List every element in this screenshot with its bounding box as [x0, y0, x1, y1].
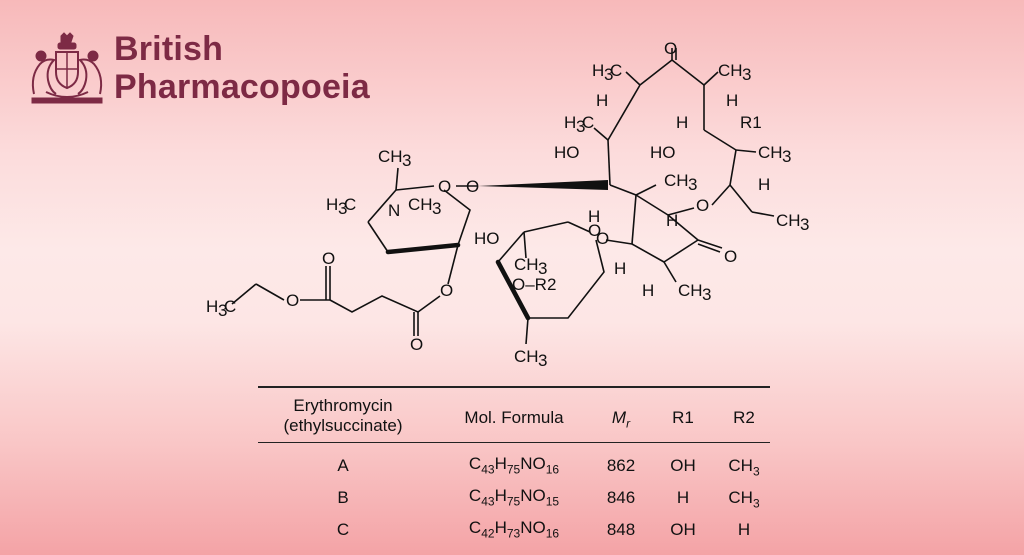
- row-b-formula: C43H75NO15: [468, 486, 560, 509]
- svg-text:3: 3: [538, 259, 547, 278]
- svg-text:3: 3: [432, 199, 441, 218]
- royal-coat-of-arms-icon: [31, 32, 103, 104]
- svg-text:H: H: [206, 297, 218, 316]
- svg-text:3: 3: [576, 117, 585, 136]
- svg-text:HO: HO: [474, 229, 500, 248]
- svg-text:H: H: [726, 91, 738, 110]
- svg-text:O: O: [596, 229, 609, 248]
- row-a-r2: CH3: [728, 456, 760, 479]
- atom-n: N: [388, 201, 400, 220]
- svg-text:CH: CH: [664, 171, 689, 190]
- ethylsuccinate-chain: [231, 266, 441, 336]
- svg-text:3: 3: [338, 199, 347, 218]
- svg-text:3: 3: [688, 175, 697, 194]
- macrolactone-ring: [593, 48, 775, 283]
- atom-ch3: H: [592, 61, 604, 80]
- svg-text:HO: HO: [650, 143, 676, 162]
- atom-labels: O H 3 C CH 3 H H H R1 H 3 C HO HO CH 3 C…: [206, 39, 809, 370]
- svg-text:CH: CH: [758, 143, 783, 162]
- svg-text:H: H: [326, 195, 338, 214]
- svg-text:H: H: [666, 211, 678, 230]
- wedge-bond: [478, 180, 608, 190]
- svg-text:H: H: [564, 113, 576, 132]
- svg-text:3: 3: [218, 301, 227, 320]
- table-top-rule: [258, 386, 770, 388]
- r1-label: R1: [740, 113, 762, 132]
- header-mr: Mr: [611, 408, 631, 431]
- svg-text:O: O: [286, 291, 299, 310]
- atom-o: O: [664, 39, 677, 58]
- svg-text:H: H: [596, 91, 608, 110]
- svg-text:C: C: [610, 61, 622, 80]
- svg-text:C: C: [582, 113, 594, 132]
- svg-text:3: 3: [402, 151, 411, 170]
- header-compound: Erythromycin (ethylsuccinate): [283, 396, 403, 435]
- row-b-r1: H: [676, 488, 690, 507]
- row-a-id: A: [337, 456, 349, 475]
- brand-line-1: British: [114, 30, 224, 68]
- header-r2: R2: [733, 408, 755, 427]
- svg-text:CH: CH: [378, 147, 403, 166]
- svg-text:HO: HO: [554, 143, 580, 162]
- british-pharmacopoeia-logo: British Pharmacopoeia: [28, 30, 388, 110]
- svg-text:O: O: [322, 249, 335, 268]
- svg-text:CH: CH: [514, 255, 539, 274]
- row-c-r2: H: [737, 520, 751, 539]
- svg-text:O: O: [438, 177, 451, 196]
- svg-text:C: C: [344, 195, 356, 214]
- svg-text:H: H: [758, 175, 770, 194]
- svg-text:O: O: [724, 247, 737, 266]
- row-c-r1: OH: [670, 520, 696, 539]
- svg-text:CH: CH: [718, 61, 743, 80]
- row-c-id: C: [336, 520, 350, 539]
- svg-text:CH: CH: [514, 347, 539, 366]
- svg-text:O: O: [696, 196, 709, 215]
- svg-text:CH: CH: [408, 195, 433, 214]
- svg-text:H: H: [676, 113, 688, 132]
- svg-text:H: H: [588, 207, 600, 226]
- row-c-mr: 848: [606, 520, 636, 539]
- svg-text:H: H: [642, 281, 654, 300]
- row-a-formula: C43H75NO16: [468, 454, 560, 477]
- row-a-mr: 862: [606, 456, 636, 475]
- desosamine-ring: [367, 167, 478, 285]
- row-a-r1: OH: [670, 456, 696, 475]
- svg-text:3: 3: [702, 285, 711, 304]
- table-header-rule: [258, 442, 770, 444]
- svg-text:3: 3: [742, 65, 751, 84]
- svg-text:3: 3: [538, 351, 547, 370]
- svg-text:3: 3: [782, 147, 791, 166]
- row-b-mr: 846: [606, 488, 636, 507]
- svg-text:O: O: [410, 335, 423, 354]
- header-r1: R1: [672, 408, 694, 427]
- svg-text:CH: CH: [678, 281, 703, 300]
- svg-text:O: O: [588, 221, 601, 240]
- svg-text:3: 3: [604, 65, 613, 84]
- cladinose-ring: [495, 221, 633, 345]
- svg-text:O: O: [466, 177, 479, 196]
- svg-text:3: 3: [800, 215, 809, 234]
- row-b-r2: CH3: [728, 488, 760, 511]
- brand-name: British Pharmacopoeia: [114, 30, 370, 106]
- header-formula: Mol. Formula: [464, 408, 564, 427]
- svg-text:C: C: [224, 297, 236, 316]
- row-c-formula: C42H73NO16: [468, 518, 560, 541]
- brand-line-2: Pharmacopoeia: [114, 68, 370, 106]
- svg-text:H: H: [614, 259, 626, 278]
- svg-text:O: O: [440, 281, 453, 300]
- row-b-id: B: [337, 488, 349, 507]
- or2-label: O–R2: [512, 275, 556, 294]
- svg-text:CH: CH: [776, 211, 801, 230]
